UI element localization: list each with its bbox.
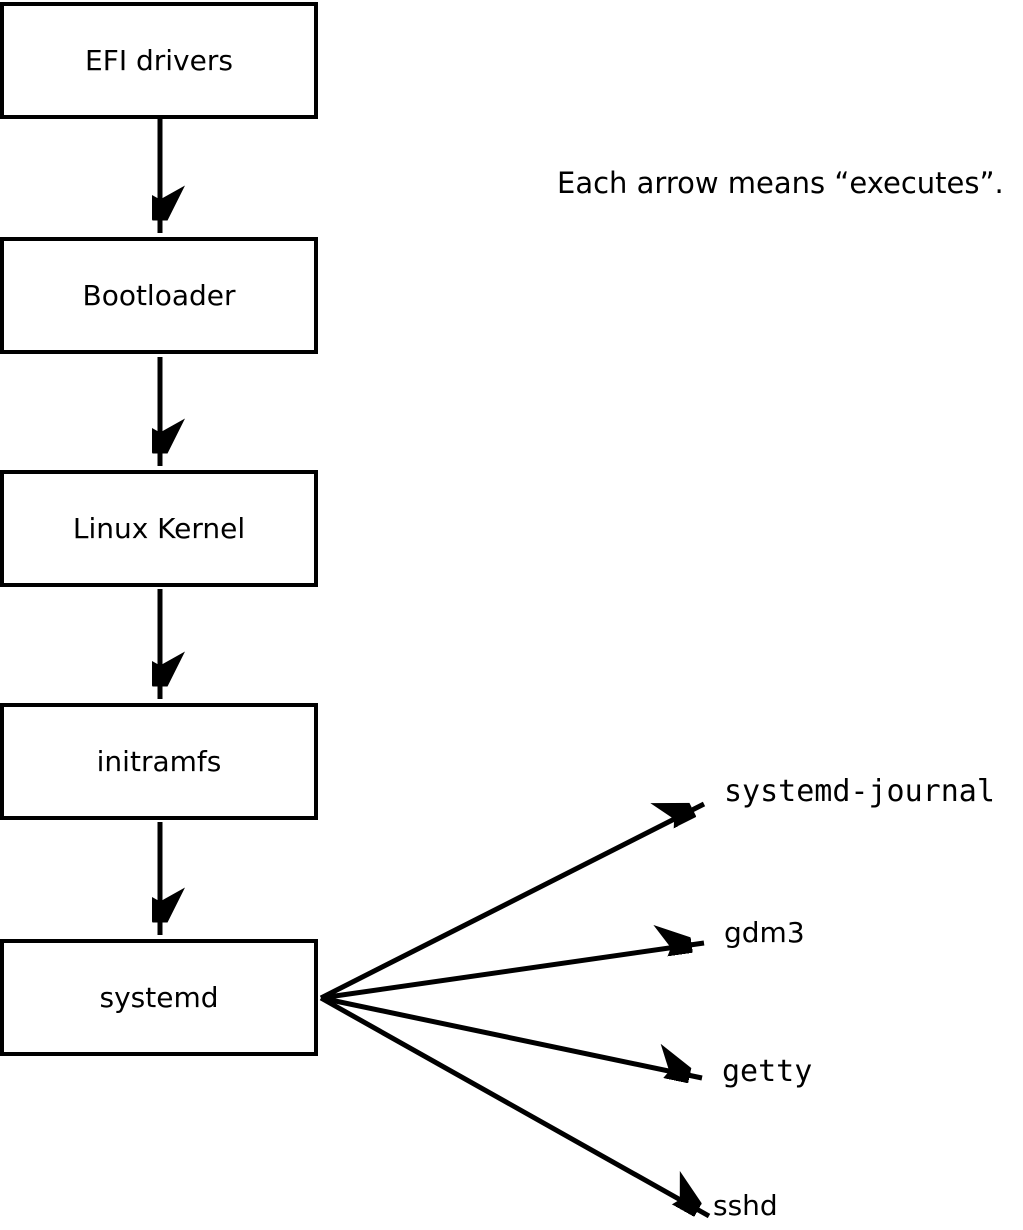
node-efi-drivers-label: EFI drivers (85, 43, 233, 77)
arrow-systemd-to-journal (319, 801, 706, 1001)
node-systemd-label: systemd (99, 980, 219, 1014)
node-sshd-label: sshd (713, 1189, 778, 1222)
node-initramfs: initramfs (0, 703, 318, 820)
arrow-systemd-to-getty (320, 995, 703, 1078)
legend-note: Each arrow means “executes”. (557, 166, 1004, 200)
node-linux-kernel-label: Linux Kernel (72, 511, 246, 545)
node-bootloader: Bootloader (0, 237, 318, 354)
node-efi-drivers: EFI drivers (0, 2, 318, 119)
arrow-systemd-to-gdm3 (320, 943, 705, 1001)
node-initramfs-label: initramfs (96, 744, 222, 778)
arrow-systemd-to-sshd (319, 995, 709, 1219)
node-getty-label: getty (722, 1054, 813, 1089)
node-systemd: systemd (0, 939, 318, 1056)
node-gdm3-label: gdm3 (724, 916, 805, 949)
node-linux-kernel: Linux Kernel (0, 470, 318, 587)
node-systemd-journal-label: systemd-journal (724, 774, 995, 809)
node-bootloader-label: Bootloader (82, 278, 236, 312)
